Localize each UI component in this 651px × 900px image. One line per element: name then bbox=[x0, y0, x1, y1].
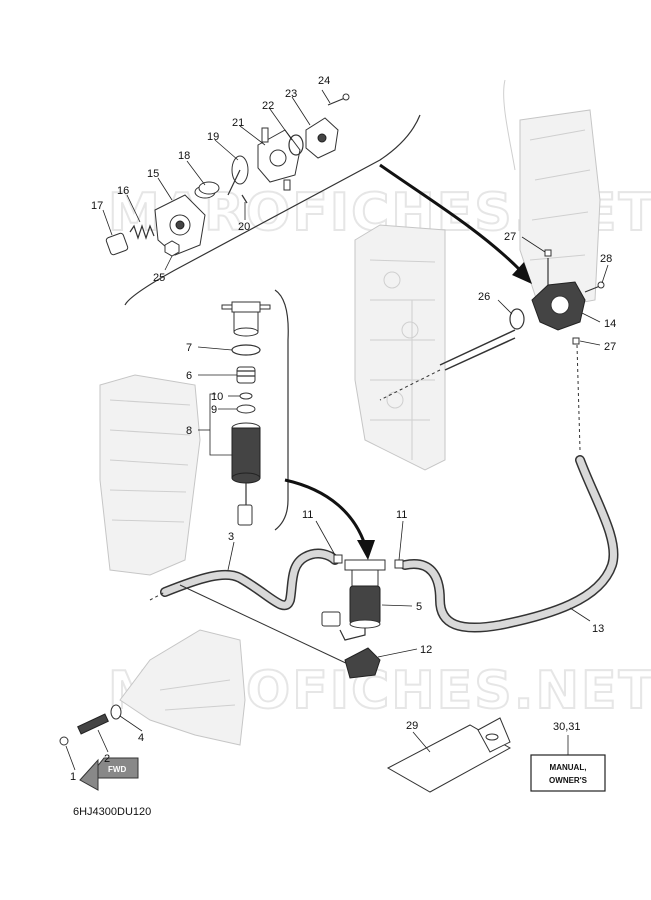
ghost-lower-unit bbox=[119, 629, 246, 746]
part-7-o-ring bbox=[231, 344, 261, 356]
part-27-clip-upper bbox=[544, 249, 552, 257]
part-28-screw bbox=[584, 281, 605, 293]
part-18-spring bbox=[194, 181, 220, 199]
callout-3: 3 bbox=[228, 531, 234, 543]
part-24-screw bbox=[327, 93, 350, 106]
part-11-clip-right bbox=[394, 559, 404, 569]
callout-18: 18 bbox=[178, 150, 190, 162]
part-1-screw bbox=[59, 736, 69, 746]
part-10-washer bbox=[239, 392, 253, 400]
callout-25: 25 bbox=[153, 272, 165, 284]
part-22-o-ring bbox=[288, 134, 304, 156]
ghost-engine-block-upper bbox=[503, 79, 601, 311]
leader-lines bbox=[65, 89, 609, 771]
part-filter-cap bbox=[221, 301, 271, 337]
dashed-route-shaft bbox=[379, 369, 441, 401]
callout-15: 15 bbox=[147, 168, 159, 180]
callout-26: 26 bbox=[478, 291, 490, 303]
callout-6: 6 bbox=[186, 370, 192, 382]
manual-label-line1: MANUAL, bbox=[550, 763, 587, 772]
callout-10: 10 bbox=[211, 391, 223, 403]
callout-11-right: 11 bbox=[396, 509, 407, 521]
callout-17: 17 bbox=[91, 200, 103, 212]
callout-22: 22 bbox=[262, 100, 274, 112]
manual-label-line2: OWNER'S bbox=[549, 776, 588, 785]
callout-4: 4 bbox=[138, 732, 144, 744]
callout-14: 14 bbox=[604, 318, 616, 330]
filter-group-arrow bbox=[284, 478, 367, 546]
callout-5: 5 bbox=[416, 601, 422, 613]
part-25-nut bbox=[164, 240, 180, 257]
callout-29: 29 bbox=[406, 720, 418, 732]
callout-13: 13 bbox=[592, 623, 604, 635]
route-line-lower bbox=[179, 584, 351, 666]
callout-7: 7 bbox=[186, 342, 192, 354]
part-8-filter-element bbox=[231, 422, 261, 526]
callout-12: 12 bbox=[420, 644, 432, 656]
part-14-fuel-pump-assembly bbox=[531, 258, 586, 331]
part-21-pump-body bbox=[257, 127, 301, 191]
part-2-fitting bbox=[77, 713, 109, 735]
callout-23: 23 bbox=[285, 88, 297, 100]
callout-2: 2 bbox=[104, 753, 110, 765]
filter-group-arrowhead bbox=[357, 540, 375, 560]
dashed-route-pump-to-hose bbox=[576, 344, 581, 451]
part-29-manual-pouch bbox=[386, 717, 512, 793]
part-12-bracket bbox=[344, 647, 381, 679]
part-6-valve bbox=[236, 366, 256, 384]
filter-group-bracket bbox=[274, 289, 289, 531]
part-16-spring bbox=[129, 224, 155, 240]
callout-19: 19 bbox=[207, 131, 219, 143]
callout-21: 21 bbox=[232, 117, 244, 129]
callout-30-31: 30,31 bbox=[553, 721, 581, 733]
part-30-31-owners-manual: MANUAL, OWNER'S bbox=[530, 754, 606, 792]
pump-group-arrow bbox=[379, 163, 522, 272]
ghost-engine-block-left bbox=[99, 374, 201, 576]
fwd-label: FWD bbox=[108, 765, 126, 774]
callout-28: 28 bbox=[600, 253, 612, 265]
part-23-cover bbox=[305, 117, 339, 159]
callout-24: 24 bbox=[318, 75, 330, 87]
part-19-diaphragm bbox=[227, 155, 249, 196]
ghost-cylinder-head bbox=[354, 224, 446, 471]
part-4-washer bbox=[110, 704, 122, 720]
part-9-float bbox=[236, 404, 256, 414]
part-11-clip-left bbox=[333, 554, 343, 564]
pump-shaft bbox=[439, 329, 516, 366]
callout-20: 20 bbox=[238, 221, 250, 233]
callout-1: 1 bbox=[70, 771, 76, 783]
part-15-pump-housing bbox=[154, 194, 206, 256]
pump-group-arrowhead bbox=[512, 262, 532, 284]
callout-11-left: 11 bbox=[302, 509, 313, 521]
part-13-fuel-hose bbox=[400, 455, 619, 633]
callout-27-lower: 27 bbox=[604, 341, 616, 353]
pump-shaft-edge bbox=[444, 337, 516, 371]
part-27-clip-lower bbox=[572, 337, 580, 345]
callout-27-upper: 27 bbox=[504, 231, 516, 243]
callout-16: 16 bbox=[117, 185, 129, 197]
part-26-o-ring bbox=[509, 308, 525, 330]
dashed-route-hose-end bbox=[149, 591, 166, 601]
diagram-code: 6HJ4300DU120 bbox=[73, 806, 151, 818]
callout-labels: 24 23 22 21 19 18 15 16 17 20 25 27 28 2… bbox=[70, 75, 616, 783]
part-17-plunger bbox=[105, 232, 129, 256]
part-5-fuel-filter-assembly bbox=[321, 559, 386, 641]
pump-group-bracket bbox=[124, 114, 421, 306]
part-20-pin bbox=[241, 194, 248, 204]
callout-9: 9 bbox=[211, 404, 217, 416]
callout-8: 8 bbox=[186, 425, 192, 437]
part-3-fuel-hose bbox=[160, 548, 340, 611]
fwd-arrow: FWD bbox=[79, 757, 139, 791]
